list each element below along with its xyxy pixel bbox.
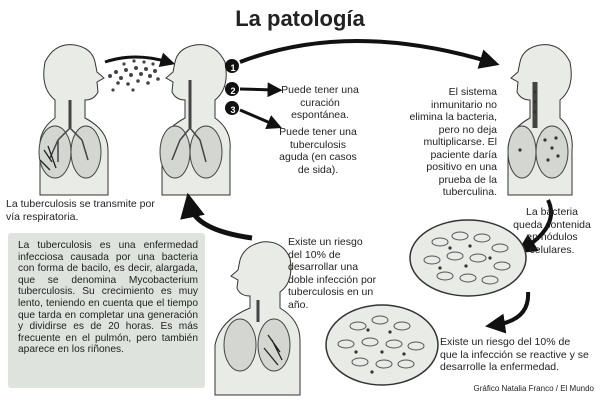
person-receiver-figure xyxy=(159,44,231,196)
nodule-lower xyxy=(325,304,439,386)
info-text: La tuberculosis es una enfermedad infecc… xyxy=(18,240,198,356)
immune-label: El sistema inmunitario no elimina la bac… xyxy=(409,86,497,198)
person-latent-figure xyxy=(507,44,573,196)
arrow-to-nodules xyxy=(516,199,554,254)
person-transmitter-figure xyxy=(38,44,109,196)
droplet-cloud xyxy=(108,59,160,92)
arrow-step-3 xyxy=(239,108,282,129)
acute-label: Puede tener una tuberculosis aguda (en c… xyxy=(279,126,357,176)
arrow-step-2 xyxy=(239,82,283,98)
step-3-label: 3 xyxy=(230,105,236,115)
info-box xyxy=(8,233,205,388)
step-1-label: 1 xyxy=(230,63,236,73)
droplet-arrow xyxy=(104,52,176,68)
step-2-label: 2 xyxy=(230,86,236,96)
page-title: La patología xyxy=(235,6,365,31)
person-hiv-figure xyxy=(214,241,301,396)
step-markers xyxy=(225,59,239,115)
reactivation-label: Existe un riesgo del 10% de que la infec… xyxy=(440,336,589,373)
transmission-label: La tuberculosis se transmite por vía res… xyxy=(6,198,155,223)
arrow-to-reactivation xyxy=(485,291,531,334)
cure-label: Puede tener una curación espontánea. xyxy=(281,84,359,121)
arrow-step-1 xyxy=(239,39,500,69)
credit-label: Gráfico Natalia Franco / El Mundo xyxy=(473,384,595,393)
hiv-risk-label: Existe un riesgo del 10% de desarrollar … xyxy=(288,236,377,311)
nodule-upper xyxy=(409,219,527,297)
nodules-label: La bacteria queda contenida en nódulos c… xyxy=(513,206,591,256)
arrow-to-receiver xyxy=(180,192,253,241)
